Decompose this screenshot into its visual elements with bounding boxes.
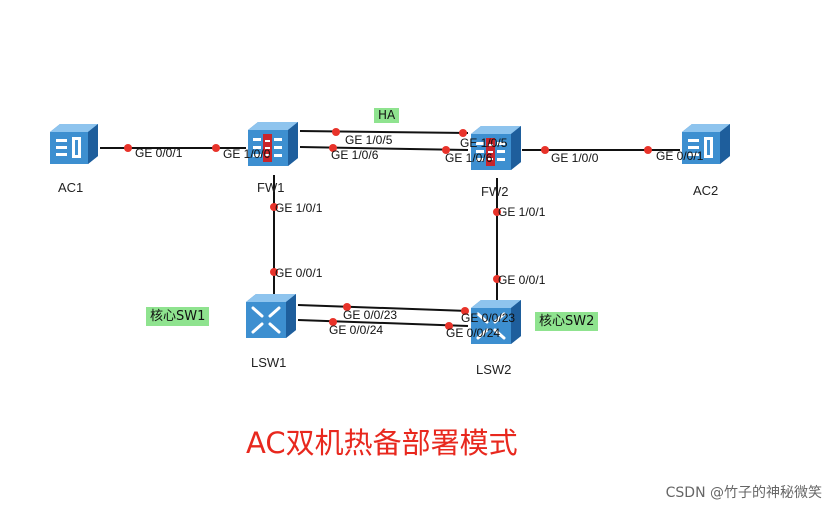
ac2-device[interactable]: [680, 122, 734, 168]
port-dot: [270, 268, 278, 276]
port-dot: [270, 203, 278, 211]
port-label-lsw2-ge-0-0-24: GE 0/0/24: [446, 326, 501, 340]
port-label-fw1-ge-1-0-5: GE 1/0/5: [345, 133, 393, 147]
port-label-fw2-ge-1-0-6: GE 1/0/6: [445, 151, 493, 165]
port-label-fw1-ge-1-0-6: GE 1/0/6: [331, 148, 379, 162]
firewall-icon: [253, 134, 282, 162]
access-controller-icon: [56, 137, 81, 158]
port-dot: [541, 146, 549, 154]
link-lsw1-lsw2-bottom: [297, 319, 469, 327]
port-dot: [212, 144, 220, 152]
access-controller-icon: [688, 137, 713, 158]
diagram-caption: AC双机热备部署模式: [246, 426, 518, 460]
port-label-fw2-ge-1-0-1: GE 1/0/1: [498, 205, 546, 219]
port-dot: [124, 144, 132, 152]
ac1-device[interactable]: [48, 122, 102, 168]
port-label-ac1-ge-0-0-1: GE 0/0/1: [135, 146, 183, 160]
port-label-ac2-ge-0-0-1: GE 0/0/1: [656, 149, 704, 163]
port-dot: [329, 144, 337, 152]
port-label-lsw1-ge-0-0-1: GE 0/0/1: [275, 266, 323, 280]
port-label-fw2-ge-1-0-5: GE 1/0/5: [460, 136, 508, 150]
port-label-lsw2-ge-0-0-1: GE 0/0/1: [498, 273, 546, 287]
port-dot: [343, 303, 351, 311]
port-dot: [644, 146, 652, 154]
port-label-fw1-ge-1-0-0: GE 1/0/0: [223, 147, 271, 161]
fw1-device[interactable]: [246, 120, 302, 170]
watermark: CSDN @竹子的神秘微笑: [665, 485, 822, 501]
port-label-lsw2-ge-0-0-23: GE 0/0/23: [461, 311, 516, 325]
lsw2-device[interactable]: [469, 298, 525, 348]
device-label-fw1: FW1: [257, 180, 285, 195]
link-lsw1-lsw2-top: [297, 304, 469, 312]
port-dot: [461, 307, 469, 315]
port-dot: [329, 318, 337, 326]
port-label-lsw1-ge-0-0-23: GE 0/0/23: [343, 308, 398, 322]
device-label-fw2: FW2: [481, 184, 509, 199]
core-sw1-tag: 核心SW1: [146, 307, 210, 326]
port-dot: [493, 275, 501, 283]
port-dot: [459, 129, 467, 137]
port-dot: [493, 208, 501, 216]
core-sw2-tag: 核心SW2: [535, 312, 599, 331]
port-dot: [442, 146, 450, 154]
port-dot: [332, 128, 340, 136]
fw2-device[interactable]: [469, 124, 525, 174]
lsw1-device[interactable]: [244, 292, 300, 342]
port-label-lsw1-ge-0-0-24: GE 0/0/24: [329, 323, 384, 337]
switch-icon: [476, 312, 506, 340]
port-label-fw1-ge-1-0-1: GE 1/0/1: [275, 201, 323, 215]
device-label-lsw2: LSW2: [476, 362, 512, 377]
ha-tag: HA: [374, 108, 400, 123]
device-label-lsw1: LSW1: [251, 355, 287, 370]
port-dot: [445, 322, 453, 330]
link-fw1-fw2-ha-bottom: [299, 146, 469, 151]
link-fw1-fw2-ha-top: [299, 130, 469, 134]
device-label-ac1: AC1: [58, 180, 84, 195]
device-label-ac2: AC2: [693, 183, 719, 198]
port-dots: [124, 128, 652, 330]
port-label-fw2-ge-1-0-0: GE 1/0/0: [551, 151, 599, 165]
switch-icon: [251, 306, 281, 334]
firewall-icon: [476, 138, 505, 166]
